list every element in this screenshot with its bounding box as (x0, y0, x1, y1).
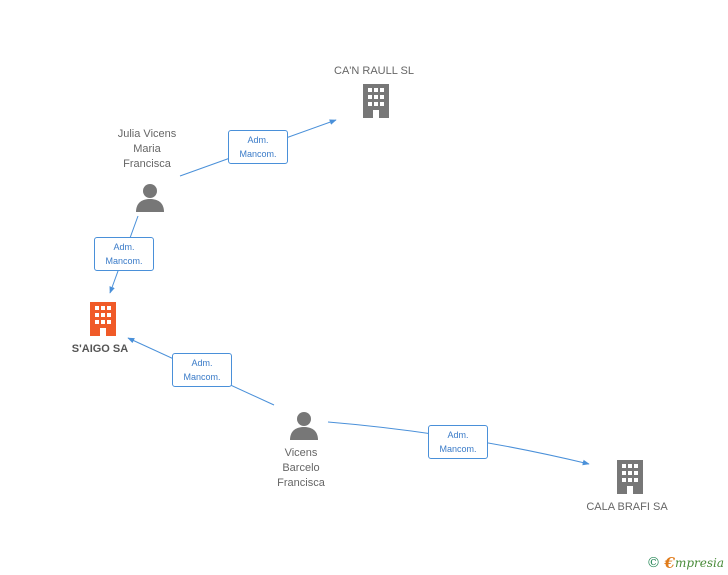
node-label-vicens[interactable]: Vicens Barcelo Francisca (277, 447, 325, 489)
edge-label-julia-canraull[interactable]: Adm. Mancom. (228, 130, 288, 164)
node-label-saigo[interactable]: S'AIGO SA (71, 343, 129, 355)
node-label-julia[interactable]: Julia Vicens Maria Francisca (117, 128, 177, 170)
edge-label-julia-saigo[interactable]: Adm. Mancom. (94, 237, 154, 271)
brand-initial: € (664, 554, 675, 572)
building-icon[interactable] (361, 84, 391, 118)
building-icon[interactable] (615, 460, 645, 494)
edge-label-vicens-saigo[interactable]: Adm. Mancom. (172, 353, 232, 387)
brand-name: mpresia (674, 556, 724, 570)
node-label-calabrafi[interactable]: CALA BRAFI SA (586, 501, 668, 513)
edge-label-vicens-calabrafi[interactable]: Adm. Mancom. (428, 425, 488, 459)
copyright-icon: © (646, 555, 661, 571)
building-icon[interactable] (88, 302, 118, 336)
empresia-logo: © € mpresia (647, 554, 725, 572)
node-label-canraull[interactable]: CA'N RAULL SL (334, 65, 414, 77)
person-icon[interactable] (135, 183, 165, 213)
person-icon[interactable] (289, 411, 319, 441)
